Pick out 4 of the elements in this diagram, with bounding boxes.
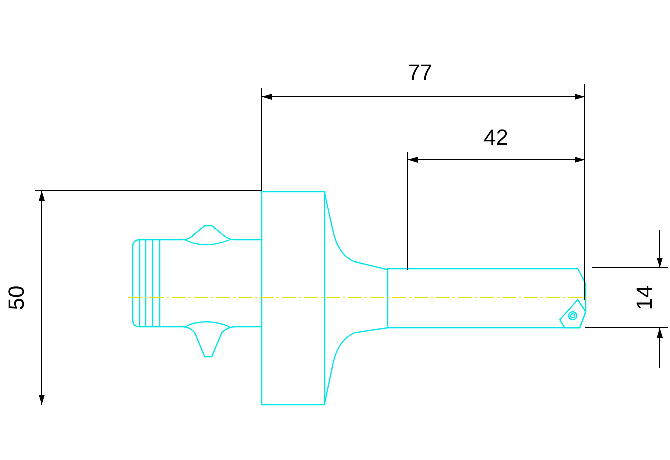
dimension-value: 14 (634, 286, 656, 310)
dimension-value: 42 (484, 127, 508, 149)
dimension-value: 50 (6, 286, 28, 310)
dimension-value: 77 (408, 62, 432, 84)
